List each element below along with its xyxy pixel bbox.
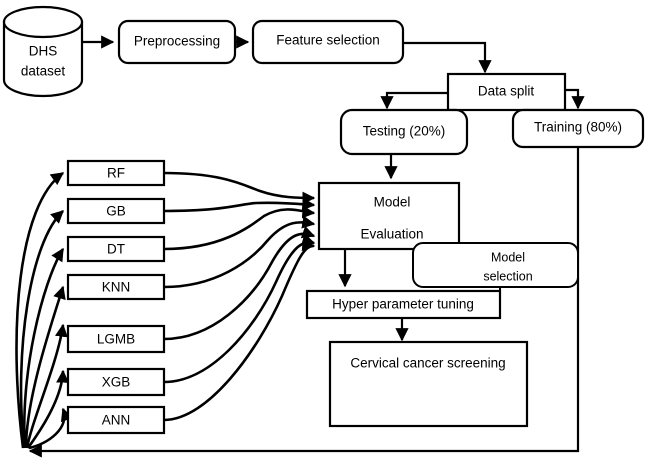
model-lgmb-label: LGMB <box>97 332 135 347</box>
node-model-xgb[interactable]: XGB <box>66 367 166 397</box>
connector-xgb-to-model-evaluation <box>163 233 316 384</box>
node-model-ann[interactable]: ANN <box>66 405 166 435</box>
testing-label: Testing (20%) <box>363 124 446 139</box>
node-dhs-dataset[interactable]: DHS dataset <box>2 5 84 98</box>
connector-to-model-lgmb <box>25 323 68 449</box>
connector-to-model-rf <box>15 171 65 449</box>
connector-gb-to-model-evaluation <box>163 197 316 213</box>
preprocessing-label: Preprocessing <box>134 34 220 49</box>
connector-rf-to-model-evaluation <box>163 171 316 205</box>
connector-ann-to-model-evaluation <box>163 238 316 422</box>
node-cervical-cancer-screening[interactable]: Cervical cancer screening <box>328 340 529 428</box>
dhs-dataset-label-line1: DHS <box>29 44 58 59</box>
connector-training-feedback-loop <box>28 147 580 458</box>
model-evaluation-label-line2: Evaluation <box>360 227 423 242</box>
model-rf-label: RF <box>107 166 125 181</box>
node-model-dt[interactable]: DT <box>66 235 166 263</box>
connector-data-split-to-testing <box>380 91 448 110</box>
data-split-label: Data split <box>478 84 535 99</box>
model-selection-label-line1: Model <box>491 250 525 264</box>
connector-to-model-ann <box>28 407 74 450</box>
node-model-evaluation[interactable]: Model Evaluation <box>317 181 461 251</box>
model-ann-label: ANN <box>102 413 131 428</box>
cervical-cancer-screening-label: Cervical cancer screening <box>350 356 505 371</box>
node-preprocessing[interactable]: Preprocessing <box>117 19 237 65</box>
node-model-gb[interactable]: GB <box>66 197 166 225</box>
node-testing[interactable]: Testing (20%) <box>339 108 469 156</box>
node-hyper-parameter-tuning[interactable]: Hyper parameter tuning <box>305 289 502 320</box>
training-label: Training (80%) <box>534 120 622 135</box>
node-training[interactable]: Training (80%) <box>511 108 645 149</box>
connector-to-model-xgb <box>26 369 70 449</box>
node-model-selection[interactable]: Model selection <box>412 242 579 288</box>
connector-to-model-knn <box>24 285 66 449</box>
connector-feature-selection-to-data-split <box>403 41 492 74</box>
connector-data-split-to-training <box>565 88 585 110</box>
connector-knn-to-model-evaluation <box>163 215 316 289</box>
model-dt-label: DT <box>107 242 125 257</box>
connector-to-model-gb <box>19 210 64 449</box>
connector-to-model-dt <box>23 247 65 449</box>
feature-selection-label: Feature selection <box>276 33 380 48</box>
hyper-parameter-tuning-label: Hyper parameter tuning <box>332 297 474 312</box>
node-feature-selection[interactable]: Feature selection <box>251 19 405 65</box>
model-selection-label-line2: selection <box>483 269 532 283</box>
model-xgb-label: XGB <box>102 375 131 390</box>
model-knn-label: KNN <box>102 280 131 295</box>
node-model-rf[interactable]: RF <box>66 159 166 187</box>
node-model-knn[interactable]: KNN <box>66 273 166 301</box>
connector-lgmb-to-model-evaluation <box>163 225 316 341</box>
node-data-split[interactable]: Data split <box>446 72 567 112</box>
node-model-lgmb[interactable]: LGMB <box>66 324 166 354</box>
model-evaluation-label-line1: Model <box>374 195 411 210</box>
model-gb-label: GB <box>106 204 126 219</box>
connector-dt-to-model-evaluation <box>163 205 316 251</box>
dhs-dataset-label-line2: dataset <box>21 64 66 79</box>
